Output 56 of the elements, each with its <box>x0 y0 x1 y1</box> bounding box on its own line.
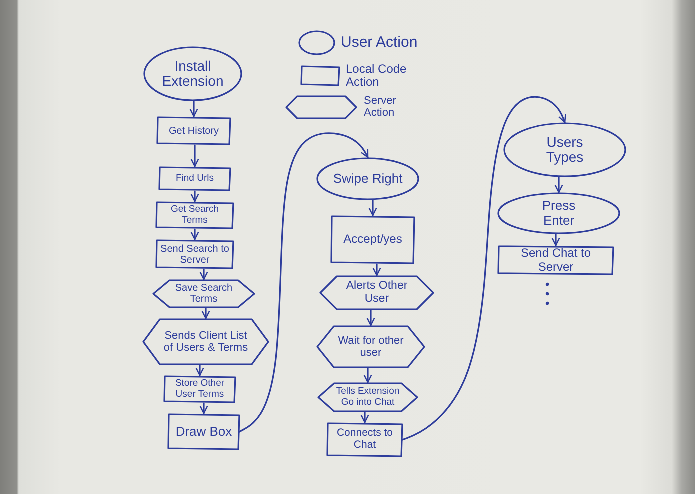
step-label: Sends Client List of Users & Terms <box>162 330 250 354</box>
server-hexagon <box>152 279 256 309</box>
step-label: Send Chat to Server <box>520 247 592 274</box>
process-box <box>155 239 235 270</box>
step-label: Press Enter <box>541 199 577 228</box>
process-box <box>155 201 235 230</box>
legend-label: Local Code Action <box>346 63 408 88</box>
arrow <box>368 200 378 216</box>
arrow <box>190 100 198 118</box>
arrow <box>360 412 370 424</box>
step-label: Wait for other user <box>337 334 405 360</box>
process-box <box>330 215 416 265</box>
step-label: Users Types <box>545 134 585 166</box>
server-hexagon <box>317 382 419 413</box>
arrow <box>200 402 208 414</box>
legend-label: Server Action <box>364 96 398 120</box>
action-ellipse <box>143 46 243 102</box>
server-hexagon <box>319 275 435 311</box>
step-label: Get History <box>168 126 219 136</box>
process-box <box>497 245 615 276</box>
curved-arrow <box>238 132 369 433</box>
arrow <box>364 368 372 384</box>
server-hexagon <box>316 325 426 369</box>
step-label: Save Search Terms <box>174 283 234 305</box>
arrow <box>202 308 210 320</box>
step-label: Alerts Other User <box>345 280 409 306</box>
legend-label: User Action <box>341 35 419 51</box>
arrow <box>366 310 376 326</box>
arrow <box>196 364 204 376</box>
process-box <box>158 166 232 192</box>
step-label: Swipe Right <box>333 172 403 186</box>
step-label: Tells Extension Go into Chat <box>335 387 401 408</box>
step-label: Install Extension <box>161 58 225 90</box>
process-box <box>156 116 232 146</box>
process-box <box>163 375 237 404</box>
arrow <box>190 228 200 240</box>
curved-arrow <box>402 96 566 441</box>
arrow <box>190 190 200 202</box>
arrow <box>372 264 382 276</box>
step-label: Connects to Chat <box>336 428 394 452</box>
process-box <box>326 422 404 458</box>
action-ellipse <box>316 157 420 201</box>
action-ellipse <box>497 192 621 235</box>
server-hexagon <box>142 318 270 366</box>
step-label: Draw Box <box>176 424 232 440</box>
action-ellipse <box>503 122 627 178</box>
arrow <box>200 268 208 280</box>
arrow <box>554 176 564 194</box>
step-label: Find Urls <box>176 174 214 184</box>
step-label: Send Search to Server <box>160 244 230 266</box>
step-label: Get Search Terms <box>170 205 220 226</box>
arrow <box>552 234 560 246</box>
step-label: Store Other User Terms <box>174 379 226 400</box>
process-box <box>167 413 241 451</box>
step-label: Accept/yes <box>344 233 402 247</box>
arrow <box>190 144 200 168</box>
